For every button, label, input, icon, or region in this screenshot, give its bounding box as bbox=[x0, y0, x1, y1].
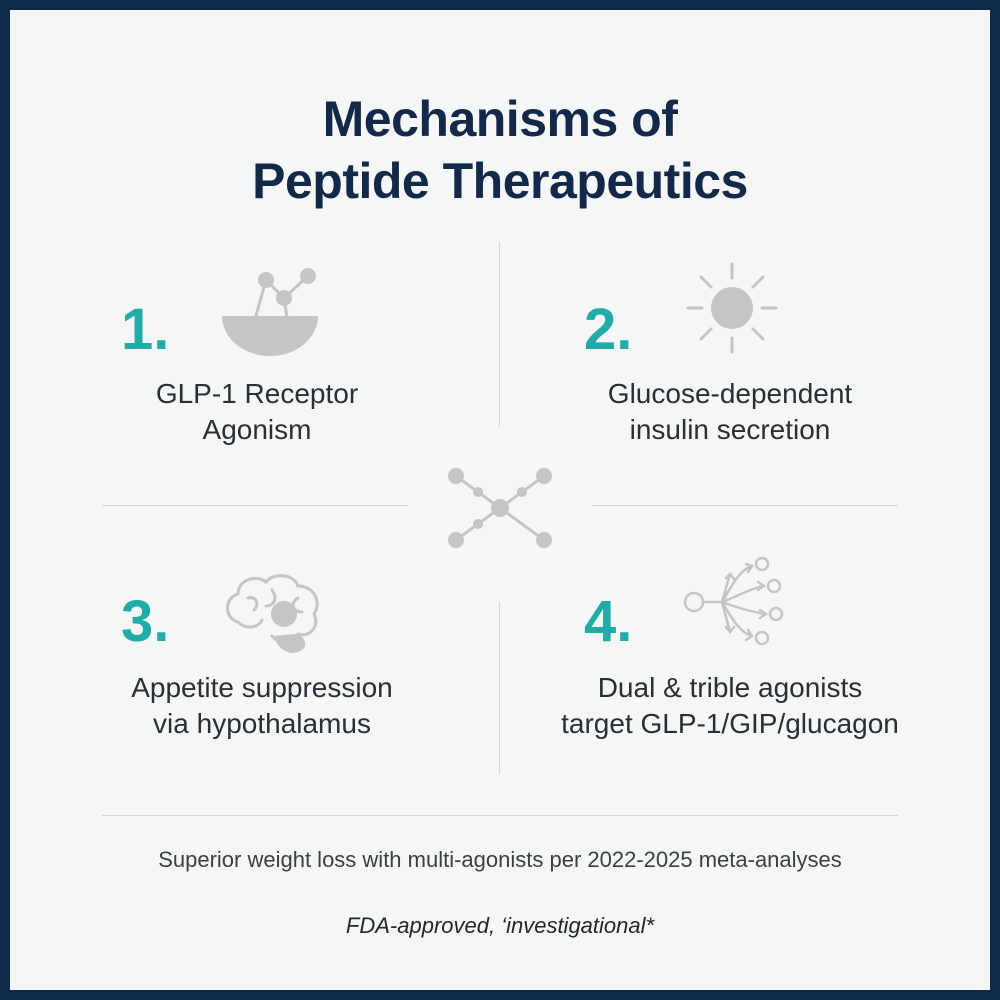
item-4-line-2: target GLP-1/GIP/glucagon bbox=[561, 708, 899, 739]
item-1-line-1: GLP-1 Receptor bbox=[155, 378, 359, 409]
infographic-card: Mechanisms of Peptide Therapeutics 1. GL… bbox=[10, 10, 990, 990]
item-number-2: 2. bbox=[584, 297, 633, 362]
item-3-line-2: via hypothalamus bbox=[153, 708, 371, 739]
item-label-2: Glucose-dependent insulin secretion bbox=[580, 376, 880, 448]
multi-target-arrows-icon bbox=[683, 556, 784, 646]
item-3-line-1: Appetite suppression bbox=[131, 672, 393, 703]
footer-note: Superior weight loss with multi-agonists… bbox=[158, 847, 842, 872]
item-number-3: 3. bbox=[121, 589, 170, 654]
item-number-1: 1. bbox=[121, 297, 170, 362]
item-4-line-1: Dual & trible agonists bbox=[597, 672, 863, 703]
title-line-1: Mechanisms of bbox=[322, 91, 678, 147]
divider-vertical-top bbox=[499, 242, 500, 427]
sun-burst-icon bbox=[686, 262, 778, 354]
brain-icon bbox=[226, 574, 319, 653]
item-label-1: GLP-1 Receptor Agonism bbox=[102, 376, 412, 448]
item-1-line-2: Agonism bbox=[202, 414, 312, 445]
divider-footer bbox=[102, 815, 898, 816]
item-label-4: Dual & trible agonists target GLP-1/GIP/… bbox=[540, 670, 920, 742]
title-line-2: Peptide Therapeutics bbox=[252, 153, 748, 209]
receptor-binding-icon bbox=[222, 268, 318, 356]
footer-status: FDA-approved, ‘investigational* bbox=[345, 913, 655, 938]
molecule-network-icon bbox=[448, 468, 552, 548]
divider-horizontal-right bbox=[592, 505, 898, 506]
item-label-3: Appetite suppression via hypothalamus bbox=[102, 670, 422, 742]
divider-vertical-bottom bbox=[499, 602, 500, 774]
page-title: Mechanisms of Peptide Therapeutics bbox=[10, 88, 990, 212]
divider-horizontal-left bbox=[102, 505, 408, 506]
item-2-line-2: insulin secretion bbox=[629, 414, 831, 445]
item-number-4: 4. bbox=[584, 589, 633, 654]
item-2-line-1: Glucose-dependent bbox=[607, 378, 853, 409]
